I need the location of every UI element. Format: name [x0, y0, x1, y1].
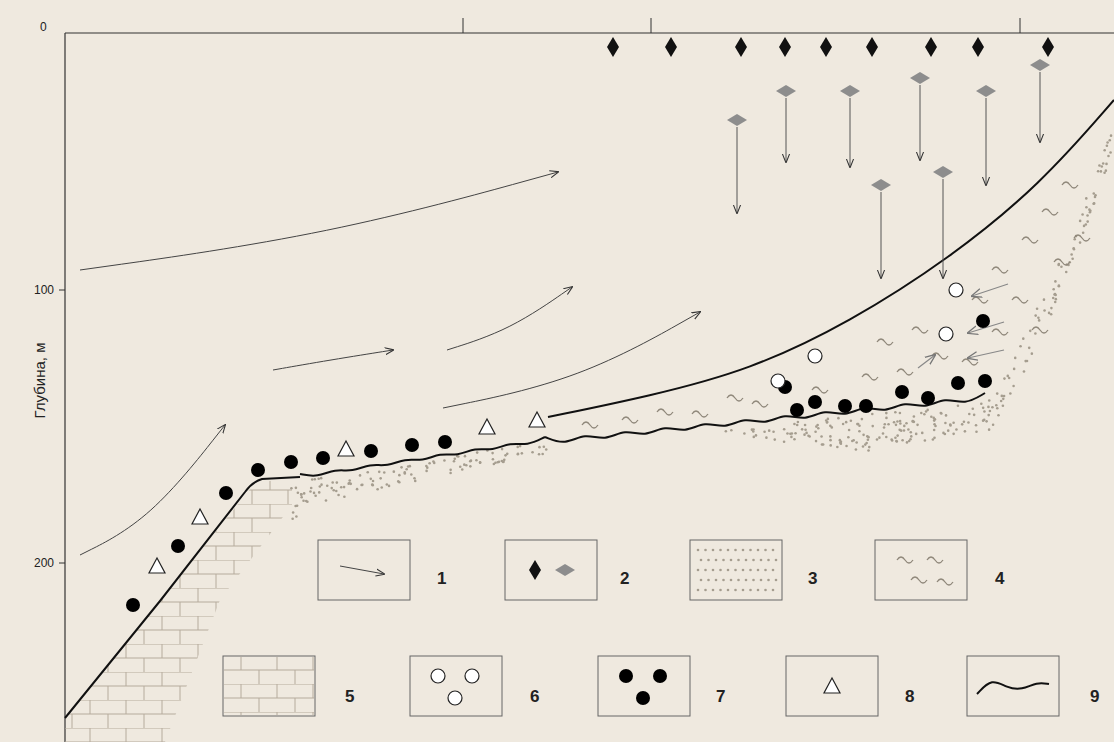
legend-sample — [690, 540, 782, 600]
current-arrows — [80, 172, 1008, 555]
axes — [59, 18, 1114, 742]
axis-tick — [651, 18, 652, 33]
boundary-lines — [65, 100, 1114, 718]
legend-number: 1 — [437, 570, 446, 587]
axis-tick — [59, 563, 65, 564]
top-axis — [65, 32, 1114, 33]
sand — [290, 445, 547, 520]
axis-number: 0 — [40, 21, 47, 33]
legend — [223, 540, 1059, 716]
legend-number: 7 — [716, 688, 725, 705]
legend-number: 2 — [620, 570, 629, 587]
sample-points — [126, 283, 992, 612]
legend-sample — [967, 656, 1059, 716]
legend-number: 6 — [530, 688, 539, 705]
legend-number: 3 — [808, 570, 817, 587]
depth-axis — [64, 33, 65, 742]
legend-sample — [875, 540, 967, 600]
legend-sample — [786, 656, 878, 716]
sand — [725, 134, 1113, 451]
organic-particles — [607, 37, 1054, 278]
legend-sample — [318, 540, 410, 600]
legend-sample — [598, 656, 690, 716]
axis-number: 200 — [34, 557, 54, 569]
clay-symbols — [582, 182, 1090, 428]
legend-number: 8 — [905, 688, 914, 705]
legend-sample — [505, 540, 597, 600]
axis-tick — [1020, 18, 1021, 33]
legend-sample — [410, 656, 502, 716]
legend-sample — [223, 656, 315, 716]
axis-number: 100 — [34, 284, 54, 296]
legend-number: 4 — [995, 570, 1004, 587]
legend-number: 9 — [1090, 688, 1099, 705]
axis-title: Глубина, м — [32, 342, 47, 418]
axis-tick — [463, 18, 464, 33]
legend-number: 5 — [345, 688, 354, 705]
axis-tick — [59, 290, 65, 291]
